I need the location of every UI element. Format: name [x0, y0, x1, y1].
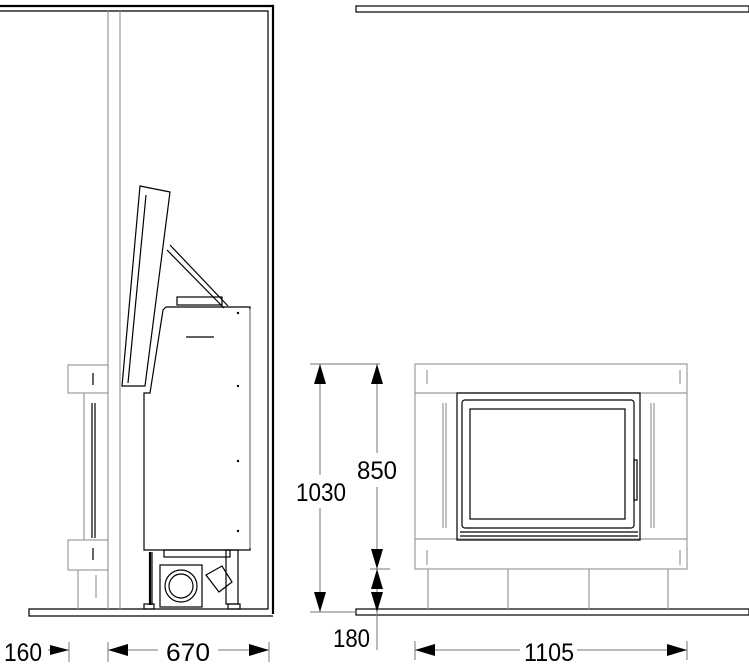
dim-label-850: 850	[357, 457, 397, 485]
side-view	[0, 4, 275, 617]
stove-side-body	[121, 185, 251, 610]
dimension-labels: 160 670 1030 850 180 1105	[4, 457, 574, 667]
front-view	[355, 5, 749, 616]
stove-base	[427, 569, 669, 609]
dim-label-1030: 1030	[296, 479, 346, 507]
front-ceiling	[355, 5, 749, 13]
dim-label-1105: 1105	[524, 639, 574, 667]
side-enclosure	[0, 4, 275, 617]
front-floor	[355, 608, 749, 616]
door-handle	[633, 459, 638, 501]
glass-window	[469, 408, 626, 520]
fire-door	[456, 392, 641, 541]
dim-label-180: 180	[333, 625, 370, 653]
dim-label-670: 670	[166, 639, 210, 667]
dim-label-160: 160	[4, 639, 42, 667]
side-wall-panel	[67, 364, 109, 609]
stove-front	[414, 363, 688, 570]
flue-pipe	[107, 11, 121, 609]
dimension-lines	[48, 363, 688, 662]
